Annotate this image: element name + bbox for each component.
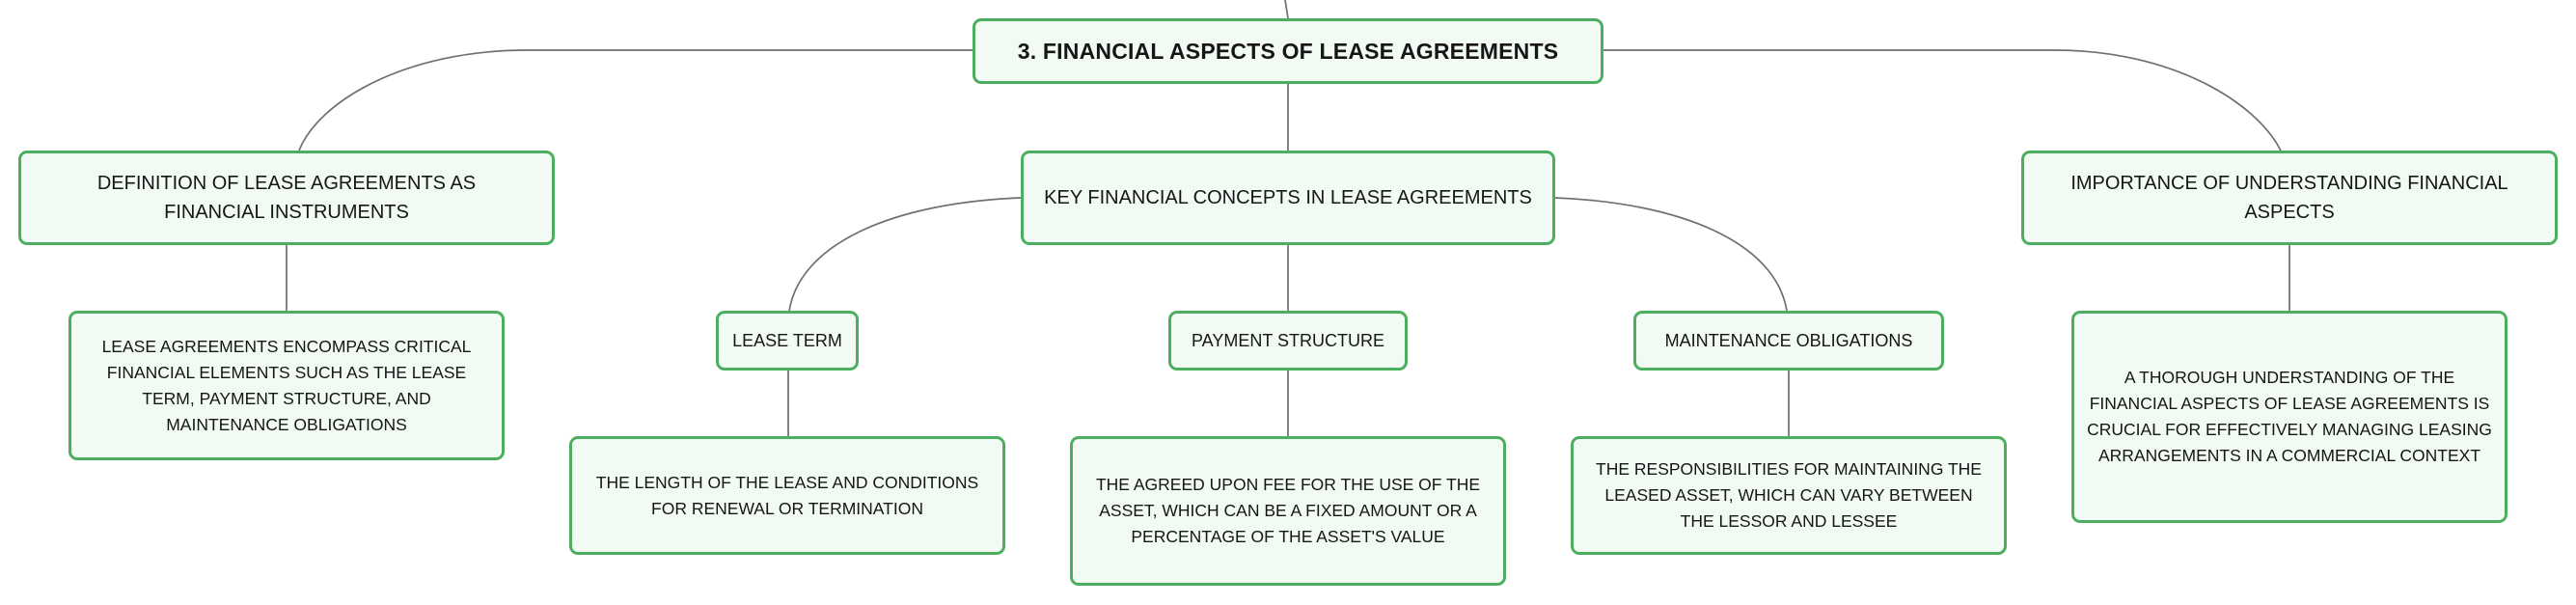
node-lease-term-detail[interactable]: THE LENGTH OF THE LEASE AND CONDITIONS F… (569, 436, 1005, 555)
connector-root-to-importance (1603, 49, 2282, 151)
connector-key-to-maintenance (1554, 197, 1788, 312)
connector-key-to-lease-term (788, 197, 1022, 312)
root-node-title[interactable]: 3. FINANCIAL ASPECTS OF LEASE AGREEMENTS (973, 18, 1603, 84)
node-lease-term[interactable]: LEASE TERM (716, 311, 859, 371)
connector-root-to-definition (298, 49, 973, 151)
node-definition[interactable]: DEFINITION OF LEASE AGREEMENTS AS FINANC… (18, 151, 555, 245)
node-importance-detail[interactable]: A THOROUGH UNDERSTANDING OF THE FINANCIA… (2071, 311, 2507, 523)
connector-top-stub (1284, 0, 1289, 19)
node-definition-detail[interactable]: LEASE AGREEMENTS ENCOMPASS CRITICAL FINA… (69, 311, 505, 460)
node-importance[interactable]: IMPORTANCE OF UNDERSTANDING FINANCIAL AS… (2021, 151, 2558, 245)
node-key-concepts[interactable]: KEY FINANCIAL CONCEPTS IN LEASE AGREEMEN… (1021, 151, 1555, 245)
node-maintenance-detail[interactable]: THE RESPONSIBILITIES FOR MAINTAINING THE… (1571, 436, 2007, 555)
node-maintenance-obligations[interactable]: MAINTENANCE OBLIGATIONS (1633, 311, 1944, 371)
node-payment-structure[interactable]: PAYMENT STRUCTURE (1168, 311, 1408, 371)
node-payment-structure-detail[interactable]: THE AGREED UPON FEE FOR THE USE OF THE A… (1070, 436, 1506, 586)
